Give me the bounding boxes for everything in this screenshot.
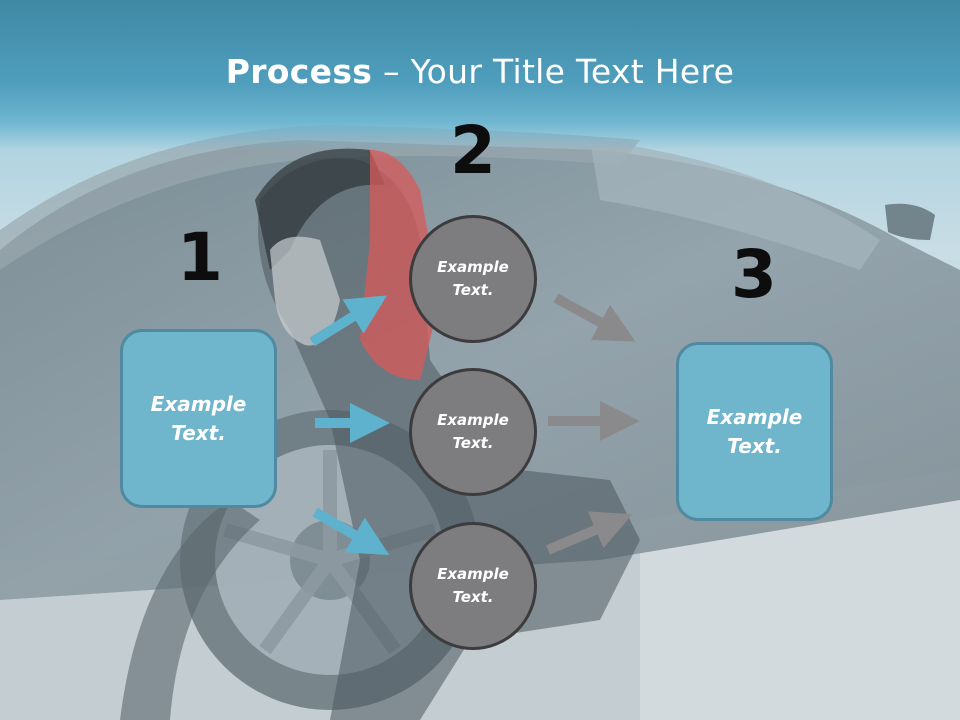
step-2-circle-3[interactable]: Example Text. (409, 522, 537, 650)
slide-title: Process – Your Title Text Here (0, 52, 960, 91)
step-3-box[interactable]: Example Text. (676, 342, 833, 521)
title-band (0, 0, 960, 150)
arrow-1-to-circle-1 (309, 295, 387, 347)
circle-1-label: Example Text. (437, 258, 509, 299)
step-1-box-label: Example Text. (150, 391, 247, 445)
circle-3-label: Example Text. (437, 565, 509, 606)
step-number-1: 1 (177, 219, 223, 296)
title-rest-part: – Your Title Text Here (372, 52, 735, 91)
arrow-1-to-circle-3 (312, 507, 390, 556)
title-bold-part: Process (225, 52, 373, 91)
step-number-3: 3 (731, 236, 777, 313)
step-1-box[interactable]: Example Text. (120, 329, 277, 508)
circle-2-label: Example Text. (437, 411, 509, 452)
arrow-circle-1-to-3 (553, 293, 636, 342)
step-3-box-label: Example Text. (706, 404, 803, 458)
step-2-circle-2[interactable]: Example Text. (409, 368, 537, 496)
step-number-2: 2 (450, 112, 496, 189)
arrow-circle-3-to-3 (546, 511, 633, 555)
step-2-circle-1[interactable]: Example Text. (409, 215, 537, 343)
